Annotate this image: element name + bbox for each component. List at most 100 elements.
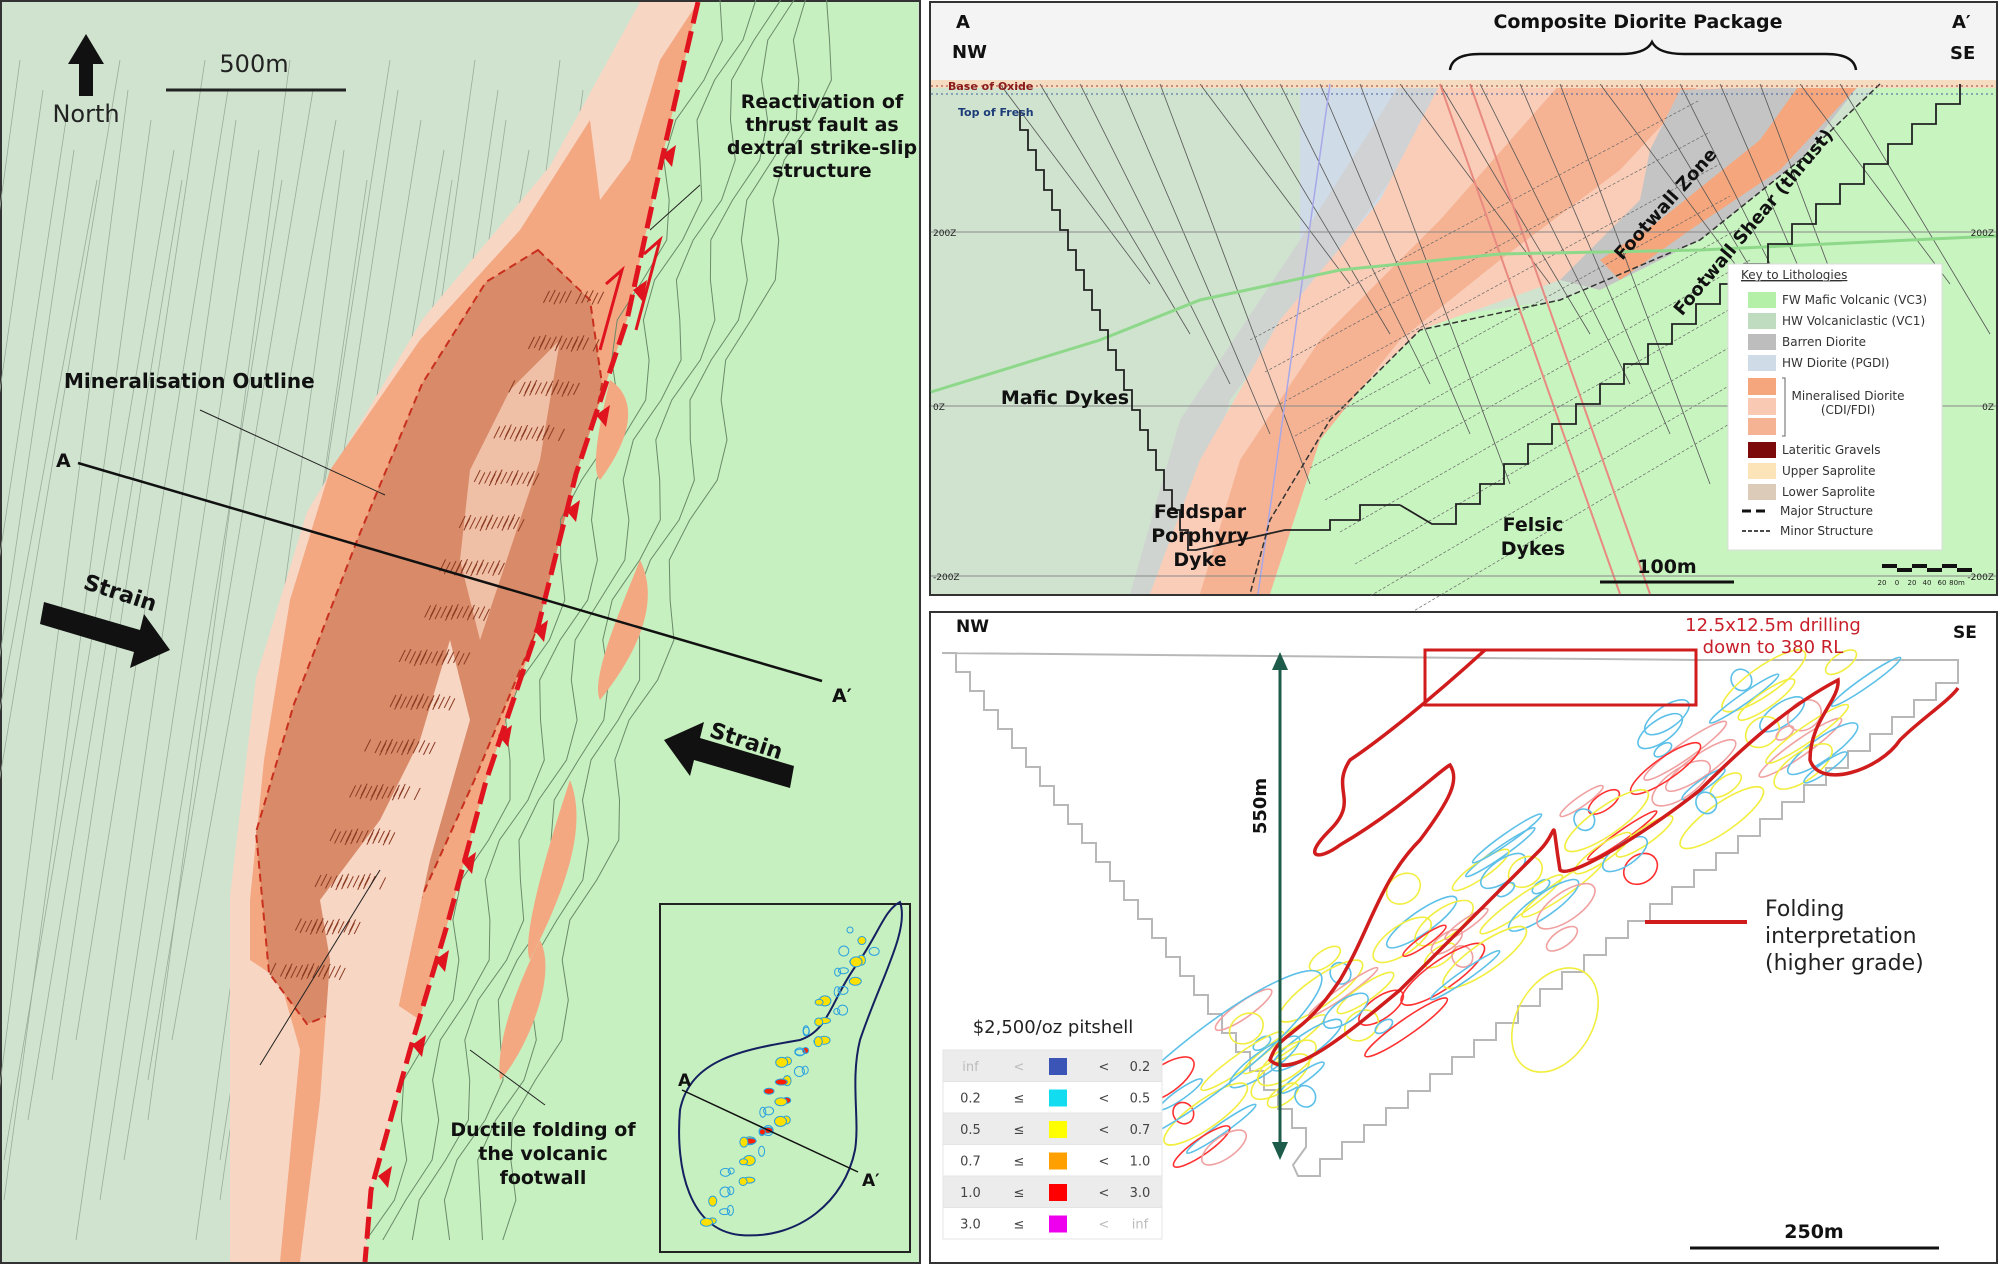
texture-dash	[331, 922, 339, 935]
grade-contour	[1536, 882, 1596, 930]
grade-blob	[758, 1145, 766, 1157]
texture-dash	[526, 474, 534, 487]
texture-dash	[541, 428, 549, 441]
grade-blob	[837, 985, 849, 995]
texture-dash	[399, 696, 407, 709]
texture-dash	[443, 695, 451, 709]
legend-swatch	[1748, 418, 1776, 435]
texture-dash	[413, 653, 421, 667]
legend-swatch	[1748, 398, 1776, 415]
grade-blob	[834, 967, 842, 977]
texture-dash	[330, 875, 338, 888]
texture-dash	[335, 877, 343, 891]
grade-blob	[793, 1066, 805, 1078]
texture-dash	[564, 290, 572, 303]
texture-dash	[290, 965, 298, 979]
pit-outline-left	[1019, 110, 1400, 551]
scale-label: 250m	[1784, 1221, 1843, 1243]
texture-dash	[396, 740, 404, 753]
section-start-label: A	[956, 12, 970, 33]
texture-dash	[500, 471, 508, 485]
texture-dash	[315, 921, 323, 934]
grid-label-minus200: -200Z	[933, 573, 960, 583]
grid-label-200-right: 200Z	[1971, 229, 1994, 239]
grade-swatch	[1049, 1121, 1067, 1138]
texture-dash	[426, 698, 434, 711]
grade-blob	[727, 1186, 735, 1196]
strain-left-arrow-icon	[40, 602, 170, 668]
thrust-tooth	[534, 620, 548, 642]
legend-label: Minor Structure	[1780, 524, 1873, 538]
grade-contour	[1322, 992, 1369, 1029]
texture-dash	[405, 695, 413, 708]
cross-section: 200Z 200Z 0Z 0Z -200Z -200Z A NW A′ SE C…	[929, 1, 1998, 629]
grade-contour	[1651, 759, 1711, 807]
texture-dash	[416, 696, 423, 710]
svg-text:thrust fault as: thrust fault as	[745, 114, 898, 136]
drill-trace	[1199, 83, 1351, 285]
texture-dash	[409, 651, 417, 664]
texture-dash	[547, 427, 555, 440]
texture-dash	[549, 336, 557, 349]
grade-blob	[700, 1217, 713, 1227]
texture-dash	[478, 472, 486, 485]
drill-trace-blue	[1257, 83, 1331, 595]
texture-dash	[296, 964, 303, 978]
texture-dash	[403, 786, 411, 799]
fold-line	[411, 0, 782, 1241]
texture-dash	[507, 517, 515, 530]
legend-label: HW Volcaniclastic (VC1)	[1782, 314, 1925, 328]
grade-blob	[814, 1017, 824, 1027]
svg-text:structure: structure	[772, 160, 871, 182]
texture-dash	[419, 652, 427, 666]
texture-dash	[406, 742, 414, 755]
foliation-line	[51, 59, 206, 1081]
texture-dash	[586, 290, 594, 303]
thrust-tooth	[412, 1035, 426, 1057]
texture-dash	[320, 873, 328, 887]
texture-dash	[448, 698, 456, 711]
texture-dash	[501, 518, 509, 531]
drill-trace	[1599, 83, 1751, 285]
texture-dash	[534, 382, 542, 395]
grade-contour	[1559, 784, 1604, 818]
texture-dash	[548, 289, 556, 303]
section-line	[77, 461, 823, 683]
texture-dash	[428, 607, 436, 621]
texture-dash	[346, 876, 354, 889]
texture-dash	[531, 426, 539, 439]
texture-dash	[338, 967, 346, 981]
legend-swatch	[1748, 442, 1776, 458]
scale-tick-label: 20	[1908, 579, 1917, 587]
texture-dash	[381, 786, 389, 799]
texture-dash	[499, 425, 507, 438]
mineralised-diorite-core	[1200, 84, 1700, 594]
minor-structure	[1384, 387, 1791, 629]
texture-dash	[483, 608, 490, 622]
grade-blob	[837, 1004, 849, 1016]
reactivation-label: Reactivation of thrust fault as dextral …	[727, 91, 917, 182]
section-end-label: A′	[832, 685, 852, 707]
legend-label: Barren Diorite	[1782, 335, 1866, 349]
pitshell-outline	[941, 652, 1959, 1177]
feldspar-dyke-label: Feldspar Porphyry Dyke	[1151, 501, 1249, 571]
texture-dash	[398, 649, 406, 663]
grade-contour	[1586, 810, 1658, 861]
texture-dash	[391, 788, 399, 801]
minor-structure	[1324, 259, 1751, 501]
scale-tick-label: 40	[1923, 579, 1932, 587]
grade-high: inf	[1132, 1218, 1149, 1233]
felsic-dyke	[1469, 83, 1651, 595]
legend-label: FW Mafic Volcanic (VC3)	[1782, 293, 1927, 307]
texture-dash	[561, 384, 569, 397]
grade-low: inf	[962, 1060, 979, 1075]
pitshell-label: $2,500/oz pitshell	[973, 1017, 1134, 1038]
grade-blob	[837, 967, 849, 975]
grade-contour	[1343, 1009, 1380, 1042]
foliation-line	[27, 179, 183, 1121]
drill-trace	[1359, 83, 1511, 485]
texture-dash	[443, 561, 451, 575]
legend-swatch	[1748, 292, 1776, 308]
foliation-line	[0, 59, 121, 780]
scale-label: 100m	[1637, 556, 1696, 578]
